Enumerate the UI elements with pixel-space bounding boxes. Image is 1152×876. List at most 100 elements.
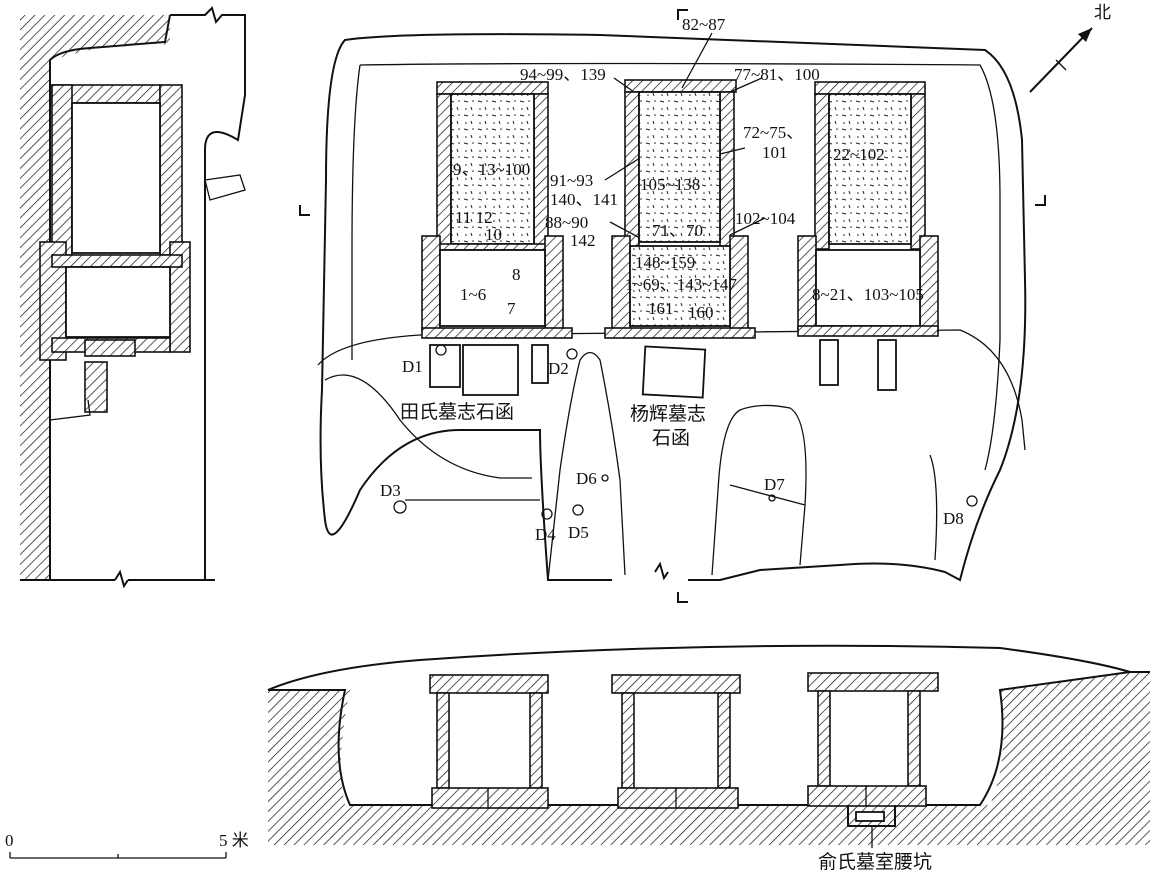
label-148-159: 148~159 [635, 253, 695, 272]
label-94-99: 94~99、139 [520, 65, 606, 84]
label-d5: D5 [568, 523, 589, 542]
posthole-d3 [393, 500, 407, 514]
yu-block-b [877, 339, 897, 391]
elevation-coffin-2 [611, 674, 741, 809]
caption-tian-box: 田氏墓志石函 [400, 401, 514, 423]
plan-rock-block [711, 404, 807, 576]
pedestal-yu-base [797, 325, 939, 337]
pedestal-tian-wall-l [421, 235, 441, 332]
elev-c3-lid [807, 672, 939, 692]
label-d7: D7 [764, 475, 785, 494]
pedestal-tian-wall-r [544, 235, 564, 332]
posthole-d4 [541, 508, 553, 520]
coffin-yu-lid [814, 81, 926, 95]
pedestal-yang-base [604, 327, 756, 339]
posthole-d6 [601, 474, 609, 482]
posthole-d1 [435, 344, 447, 356]
elevation-earth-right [990, 672, 1150, 805]
caption-yang-box-2: 石函 [652, 427, 690, 449]
north-arrow: 北 [1029, 3, 1111, 93]
coffin-yu-wall-r [910, 93, 926, 250]
elevation-view: 俞氏墓室腰坑 [267, 644, 1150, 873]
left-lower-lid [51, 254, 183, 268]
label-140-141: 140、141 [550, 190, 618, 209]
north-label: 北 [1094, 3, 1111, 22]
elev-c1-wall-r [529, 692, 543, 789]
tomb-plan-view: 82~87 94~99、139 77~81、100 72~75、 101 91~… [299, 3, 1111, 603]
label-d3: D3 [380, 481, 401, 500]
leader-82-87 [681, 32, 713, 89]
label-7: 7 [507, 299, 516, 318]
elev-c2-lid [611, 674, 741, 694]
label-d2: D2 [548, 359, 569, 378]
elevation-earth-left [268, 690, 350, 815]
plan-left-lobe [324, 374, 532, 479]
tian-epitaph-box [429, 344, 549, 396]
elev-c1-wall-l [436, 692, 450, 789]
coffin-yang [604, 79, 756, 339]
elev-c1-base [431, 787, 549, 809]
elev-c3-wall-l [817, 690, 831, 787]
coffin-yang-inner [638, 91, 721, 243]
coffin-tian-wall-l [436, 93, 452, 250]
label-9-13: 9、13~100 [453, 160, 530, 179]
yu-block-a [819, 339, 839, 386]
label-d1: D1 [402, 357, 423, 376]
elevation-waist-pit-box [855, 811, 885, 822]
label-88-90: 88~90 [545, 213, 588, 232]
label-10: 10 [485, 225, 502, 244]
label-8: 8 [512, 265, 521, 284]
elev-c2-base [617, 787, 739, 809]
coffin-tian-inner [450, 93, 535, 245]
elev-c3-wall-r [907, 690, 921, 787]
left-break-bottom [114, 569, 129, 589]
label-11-12: 11 12 [455, 208, 493, 227]
coffin-yang-lid [624, 79, 737, 93]
plan-rock-block-line [729, 484, 806, 506]
pedestal-yu-wall-l [797, 235, 817, 332]
label-d6: D6 [576, 469, 597, 488]
left-wall-top-earth [50, 15, 170, 60]
posthole-d5 [572, 504, 584, 516]
label-102-104: 102~104 [735, 209, 796, 228]
label-71-70: 71、70 [652, 221, 703, 240]
pedestal-yu-wall-r [919, 235, 939, 332]
posthole-d8 [966, 495, 978, 507]
leader-91-93 [604, 157, 641, 181]
coffin-yu-inner [828, 93, 912, 245]
label-101: 101 [762, 143, 788, 162]
plan-inner-boundary [359, 62, 1001, 471]
elevation-earth-bottom [268, 805, 1150, 845]
scale-five: 5 米 [219, 831, 249, 850]
label-105-138: 105~138 [640, 175, 700, 194]
coffin-tian [421, 81, 573, 339]
leader-102-104 [729, 217, 766, 236]
corner-mark-left [299, 205, 310, 216]
label-d8: D8 [943, 509, 964, 528]
plan-outer-boundary [319, 33, 1027, 582]
label-d4: D4 [535, 525, 556, 544]
plan-floor-line [317, 329, 1026, 451]
coffin-yu-wall-l [814, 93, 830, 250]
left-coffin-wall-a [51, 84, 73, 256]
label-91-93: 91~93 [550, 171, 593, 190]
yang-epitaph-box [641, 345, 707, 399]
label-1-69: 1~69、143~147 [625, 275, 737, 294]
north-arrow-shaft [1029, 27, 1093, 93]
elev-c1-lid [429, 674, 549, 694]
leader-88-90 [609, 221, 641, 239]
label-161: 161 [648, 299, 674, 318]
label-160: 160 [688, 303, 714, 322]
label-142: 142 [570, 231, 596, 250]
left-pit-box [84, 361, 108, 413]
leader-77-81 [729, 77, 763, 93]
north-arrow-tick [1055, 59, 1067, 71]
label-77-81: 77~81、100 [734, 65, 820, 84]
elev-c2-wall-l [621, 692, 635, 789]
elevation-coffin-3 [807, 672, 939, 807]
label-8-21: 8~21、103~105 [812, 285, 924, 304]
pedestal-tian-inner [439, 249, 546, 327]
posthole-d2 [566, 348, 578, 360]
posthole-d7 [768, 494, 776, 502]
